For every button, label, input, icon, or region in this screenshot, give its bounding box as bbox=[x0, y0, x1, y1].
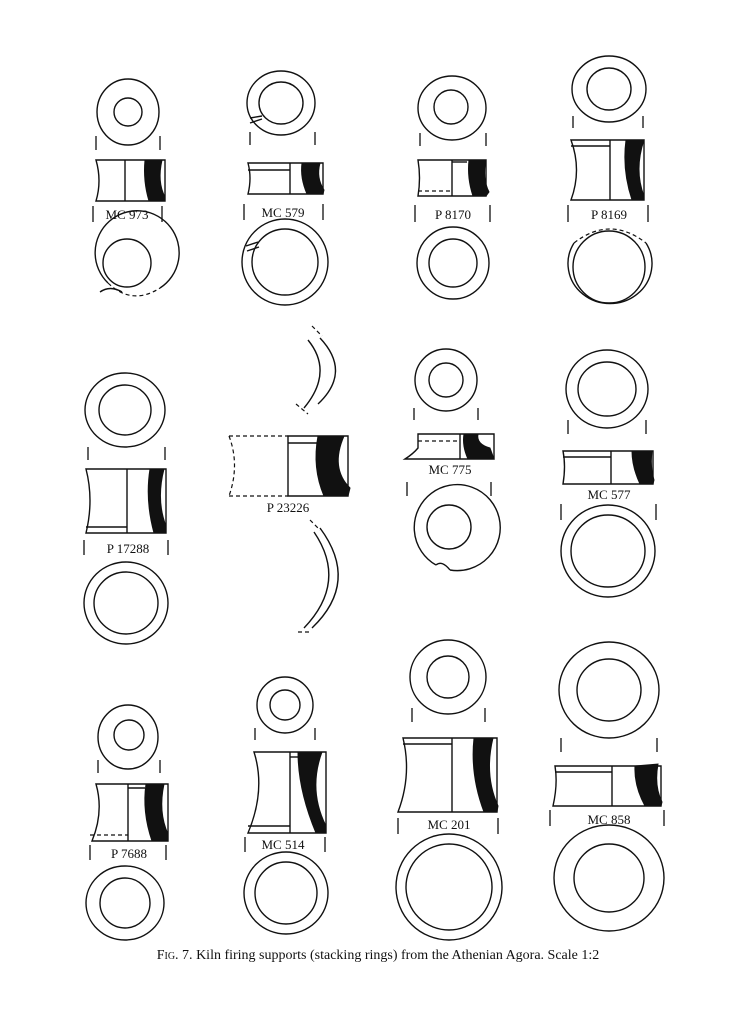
artifact-p-8169: P 8169 bbox=[567, 55, 653, 305]
label-p-8169: P 8169 bbox=[591, 207, 627, 222]
artifact-mc-858: MC 858 bbox=[549, 641, 665, 932]
figure-caption: Fig. 7. Kiln firing supports (stacking r… bbox=[0, 947, 756, 965]
artifact-mc-973: MC 973 bbox=[92, 78, 180, 297]
label-p-7688: P 7688 bbox=[111, 846, 147, 861]
label-p-17288: P 17288 bbox=[107, 541, 150, 556]
artifact-mc-201: MC 201 bbox=[395, 639, 503, 941]
artifact-mc-577: MC 577 bbox=[560, 349, 657, 598]
caption-text: Kiln firing supports (stacking rings) fr… bbox=[196, 948, 600, 963]
artifact-p-17288: P 17288 bbox=[83, 372, 169, 645]
label-mc-579: MC 579 bbox=[262, 205, 305, 220]
artifact-p-23226: P 23226 bbox=[228, 325, 351, 633]
label-p-8170: P 8170 bbox=[435, 207, 471, 222]
caption-figure-number: Fig. 7. bbox=[156, 948, 193, 963]
label-mc-858: MC 858 bbox=[588, 812, 631, 827]
artifact-mc-775: MC 775 bbox=[402, 348, 501, 572]
label-p-23226: P 23226 bbox=[267, 500, 310, 515]
artifact-mc-514: MC 514 bbox=[243, 676, 329, 935]
artifact-mc-579: MC 579 bbox=[241, 70, 329, 306]
artifact-p-7688: P 7688 bbox=[85, 704, 169, 941]
artifact-p-8170: P 8170 bbox=[414, 75, 491, 300]
label-mc-201: MC 201 bbox=[428, 817, 471, 832]
label-mc-775: MC 775 bbox=[429, 462, 472, 477]
label-mc-514: MC 514 bbox=[262, 837, 305, 852]
label-mc-577: MC 577 bbox=[588, 487, 631, 502]
